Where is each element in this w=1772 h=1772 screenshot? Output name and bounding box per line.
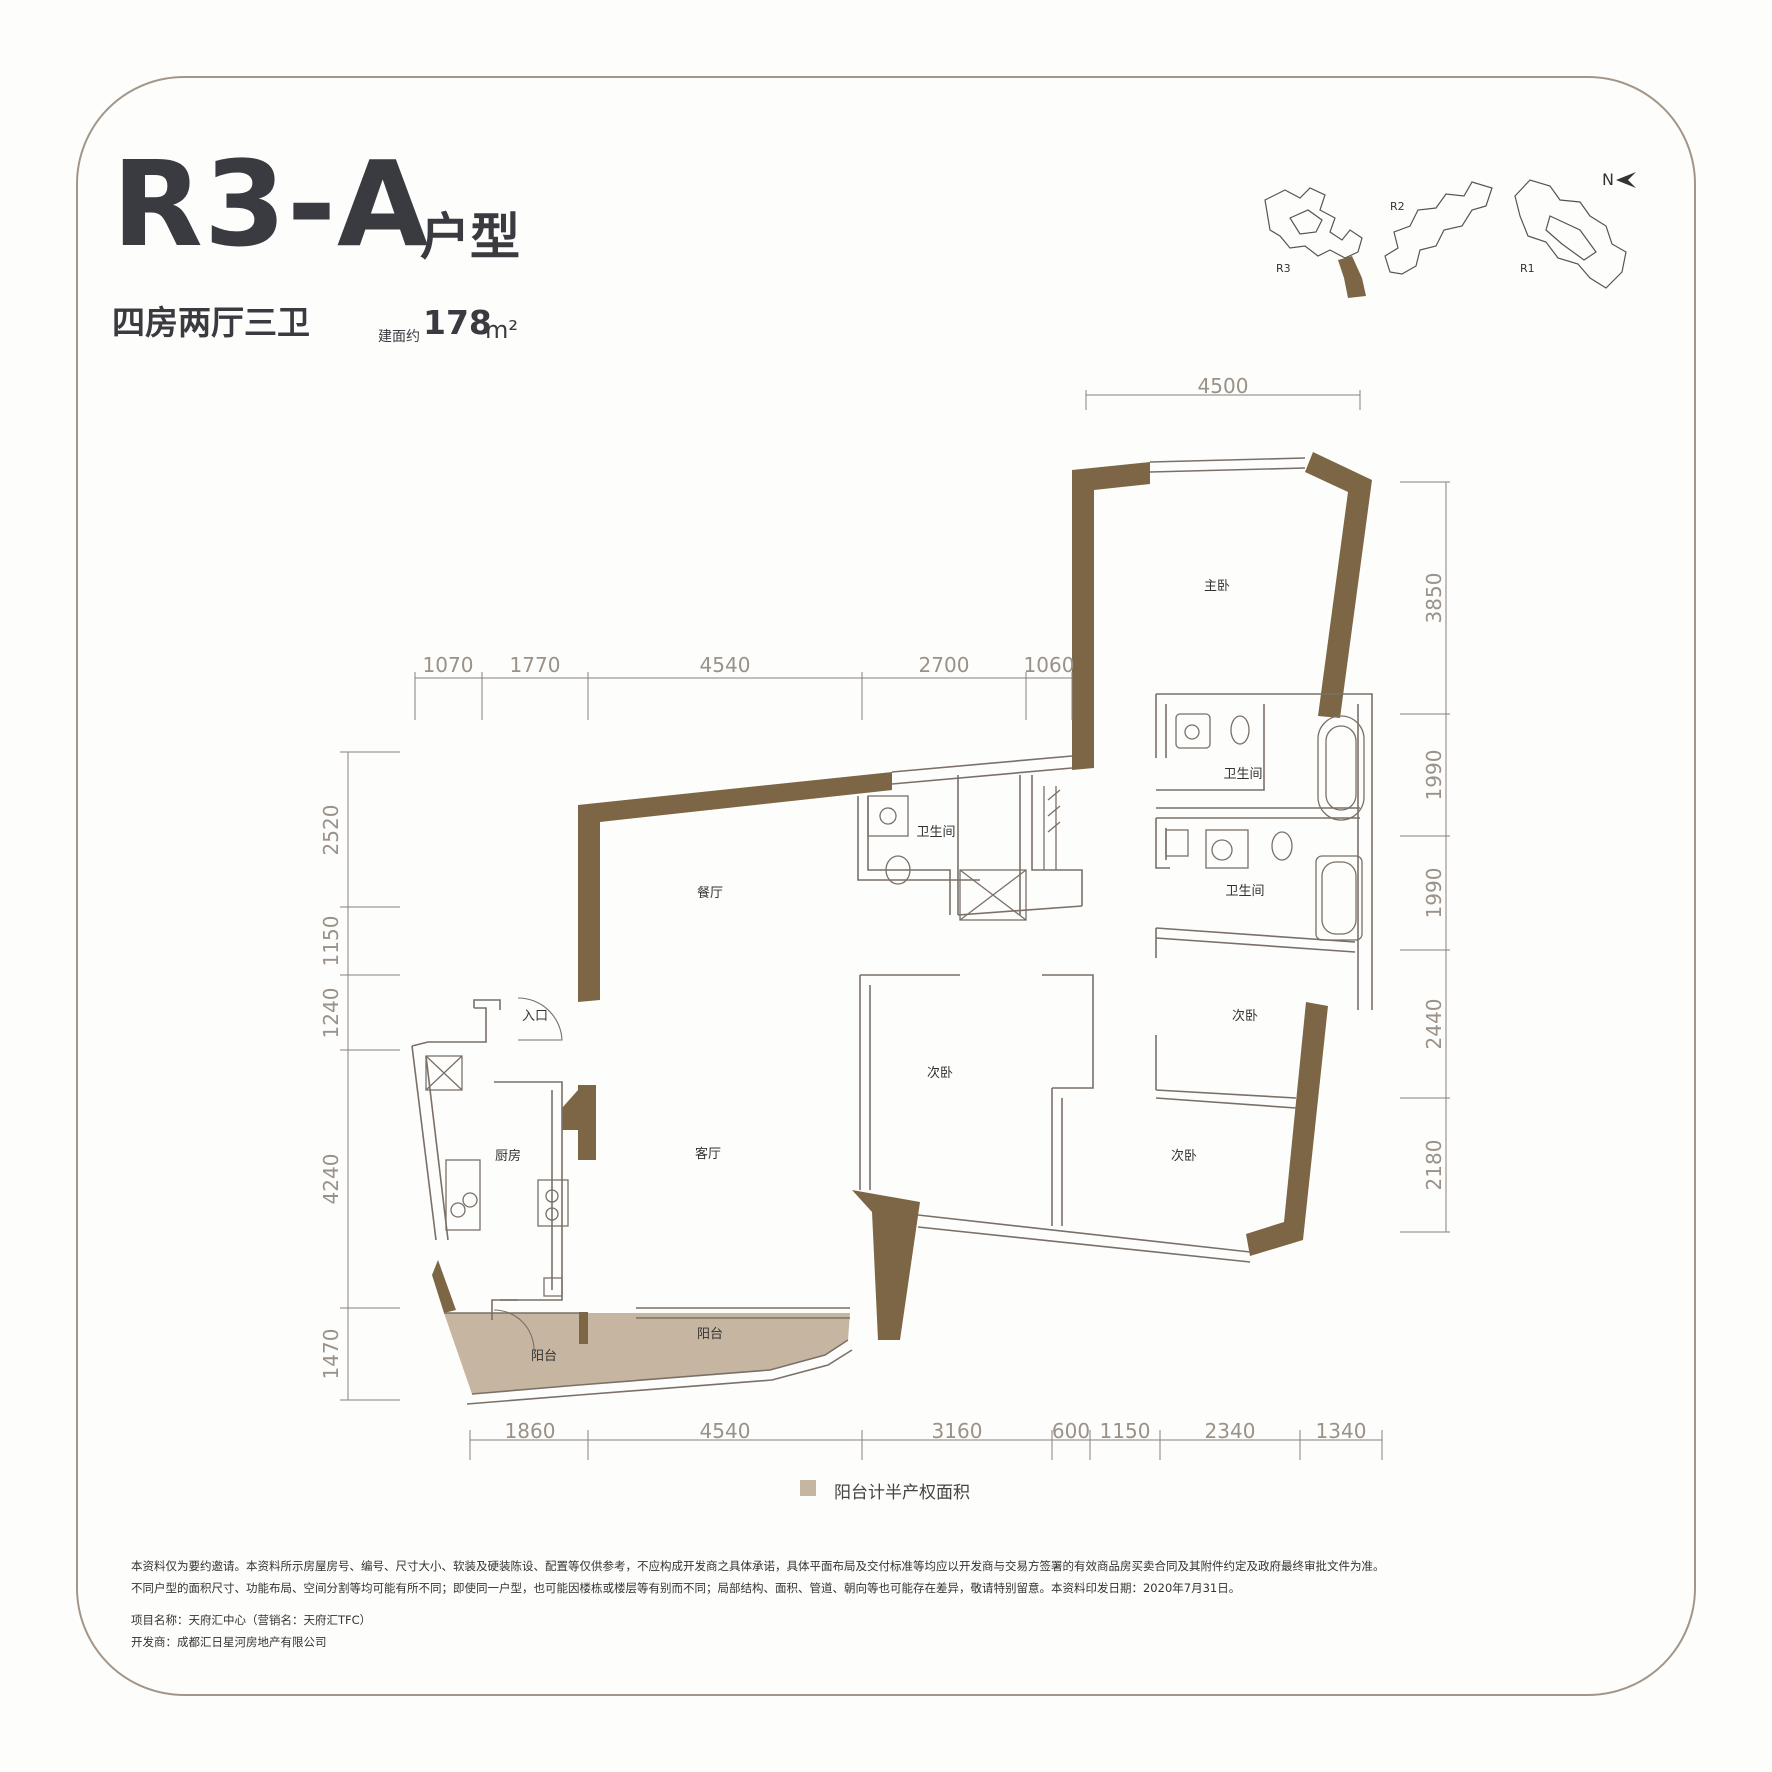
disclaimer-line-2: 不同户型的面积尺寸、功能布局、空间分割等均可能有所不同；即使同一户型，也可能因楼…: [131, 1581, 1241, 1595]
room-label-master-bedroom: 主卧: [1204, 579, 1230, 594]
dim-right-3: 1990: [1422, 868, 1446, 919]
balcony-left-fill: [444, 1313, 579, 1394]
dim-top-5: 1060: [1024, 653, 1075, 677]
bathroom-fixtures: [867, 713, 1365, 941]
key-plan-label-r3: R3: [1276, 262, 1291, 275]
compass-arrow-icon: [1616, 172, 1636, 188]
dim-top-1: 1070: [423, 653, 474, 677]
dim-right-5: 2180: [1422, 1140, 1446, 1191]
room-label-kitchen: 厨房: [495, 1148, 521, 1164]
dim-left-1: 2520: [319, 805, 343, 856]
doors: [493, 997, 563, 1351]
room-label-dining: 餐厅: [697, 885, 723, 901]
key-plan-label-r1: R1: [1520, 262, 1535, 275]
dim-right-1: 3850: [1422, 573, 1446, 624]
room-label-bedroom-right: 次卧: [1232, 1008, 1258, 1024]
legend-swatch: [800, 1480, 816, 1496]
exterior-walls: [432, 452, 1372, 1344]
room-label-balcony-left: 阳台: [531, 1349, 557, 1364]
project-name: 项目名称：天府汇中心（营销名：天府汇TFC）: [131, 1613, 372, 1627]
card-border: [76, 76, 1696, 1696]
dim-bottom-5: 1150: [1100, 1419, 1151, 1443]
room-label-bathroom-master: 卫生间: [1223, 767, 1262, 782]
layout-description: 四房两厅三卫: [112, 303, 310, 342]
area-label: 建面约: [378, 329, 420, 345]
dim-bottom-4: 600: [1052, 1419, 1090, 1443]
key-plan: R3 R2 R1 N: [1264, 170, 1636, 298]
legend-text: 阳台计半产权面积: [834, 1483, 970, 1503]
room-label-bathroom-public: 卫生间: [916, 825, 955, 840]
dimension-lines: [340, 390, 1450, 1460]
room-label-balcony-right: 阳台: [697, 1327, 723, 1342]
dim-bottom-2: 4540: [700, 1419, 751, 1443]
key-plan-r2-outline: [1384, 181, 1493, 275]
dim-left-3: 1240: [319, 988, 343, 1039]
dim-left-5: 1470: [319, 1329, 343, 1380]
room-label-entry: 入口: [522, 1009, 548, 1024]
dim-right-4: 2440: [1422, 999, 1446, 1050]
kitchen-fixtures: [425, 1055, 569, 1297]
key-plan-r3-outline: [1264, 187, 1363, 259]
developer-name: 开发商：成都汇日星河房地产有限公司: [131, 1635, 327, 1649]
dim-top-4: 2700: [919, 653, 970, 677]
interior-walls: [411, 457, 1373, 1405]
dim-bottom-3: 3160: [932, 1419, 983, 1443]
dim-left-2: 1150: [319, 916, 343, 967]
disclaimer-line-1: 本资料仅为要约邀请。本资料所示房屋房号、编号、尺寸大小、软装及硬装陈设、配置等仅…: [131, 1559, 1385, 1573]
room-label-bedroom-middle: 次卧: [927, 1065, 953, 1081]
dim-top-2: 1770: [510, 653, 561, 677]
room-label-living: 客厅: [695, 1146, 721, 1162]
key-plan-r3-highlight: [1338, 256, 1366, 298]
unit-type-title: R3-A: [112, 135, 430, 273]
dim-top-upper: 4500: [1198, 374, 1249, 398]
dim-bottom-6: 2340: [1205, 1419, 1256, 1443]
key-plan-label-r2: R2: [1390, 200, 1405, 213]
key-plan-r1-outline: [1514, 179, 1627, 289]
dim-bottom-1: 1860: [505, 1419, 556, 1443]
area-unit: m²: [485, 316, 518, 344]
unit-type-suffix: 户型: [420, 208, 520, 266]
compass-label: N: [1602, 170, 1614, 189]
dim-bottom-7: 1340: [1316, 1419, 1367, 1443]
room-label-bathroom-second: 卫生间: [1225, 884, 1264, 899]
dim-right-2: 1990: [1422, 750, 1446, 801]
area-value: 178: [423, 303, 492, 342]
dim-left-4: 4240: [319, 1154, 343, 1205]
room-label-bedroom-bottom: 次卧: [1171, 1148, 1197, 1164]
dim-top-3: 4540: [700, 653, 751, 677]
balcony-right-fill: [579, 1313, 850, 1385]
